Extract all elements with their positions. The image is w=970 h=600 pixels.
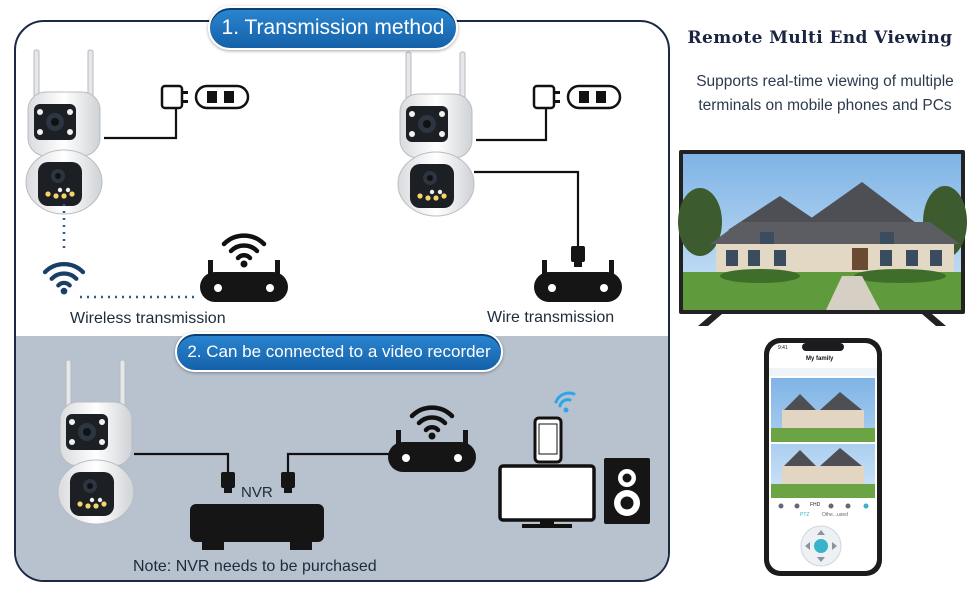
remote-viewing-title: Remote Multi End Viewing	[687, 28, 953, 48]
wifi-icon	[42, 261, 86, 295]
phone-status-time: 9:41	[778, 345, 788, 351]
wire-transmission-label: Wire transmission	[487, 309, 615, 326]
nvr-label: NVR	[241, 484, 273, 501]
ethernet-plug-icon	[571, 246, 585, 267]
phone-quality-label: FHD	[810, 502, 821, 508]
router-wifi-icon	[224, 236, 264, 268]
wireless-transmission-label: Wireless transmission	[70, 310, 226, 327]
wired-camera-icon	[397, 51, 475, 217]
power-adapter-icon	[160, 84, 250, 110]
phone-app-title: My family	[806, 356, 834, 362]
device-wifi-icon	[554, 391, 576, 413]
recorder-router-wifi-icon	[412, 408, 452, 440]
wireless-camera-icon	[25, 49, 103, 215]
recorder-camera-icon	[57, 359, 135, 525]
power-adapter-icon-2	[532, 84, 622, 110]
monitor-icon	[498, 464, 596, 528]
phone-tab-ptz[interactable]: PTZ	[800, 512, 810, 518]
nvr-plug-left-icon	[221, 472, 235, 493]
smartphone-icon	[533, 416, 563, 464]
remote-viewing-subtitle: Supports real-time viewing of multiple t…	[696, 73, 954, 114]
nvr-icon	[190, 504, 324, 550]
phone-tab-other[interactable]: Othe...used	[822, 512, 848, 518]
tv-icon	[678, 150, 967, 326]
nvr-plug-right-icon	[281, 472, 295, 493]
nvr-note: Note: NVR needs to be purchased	[133, 558, 377, 575]
speaker-icon	[604, 458, 650, 524]
section1-title: 1. Transmission method	[208, 6, 458, 50]
smartphone-app-icon	[764, 338, 882, 576]
section2-title: 2. Can be connected to a video recorder	[175, 332, 503, 372]
